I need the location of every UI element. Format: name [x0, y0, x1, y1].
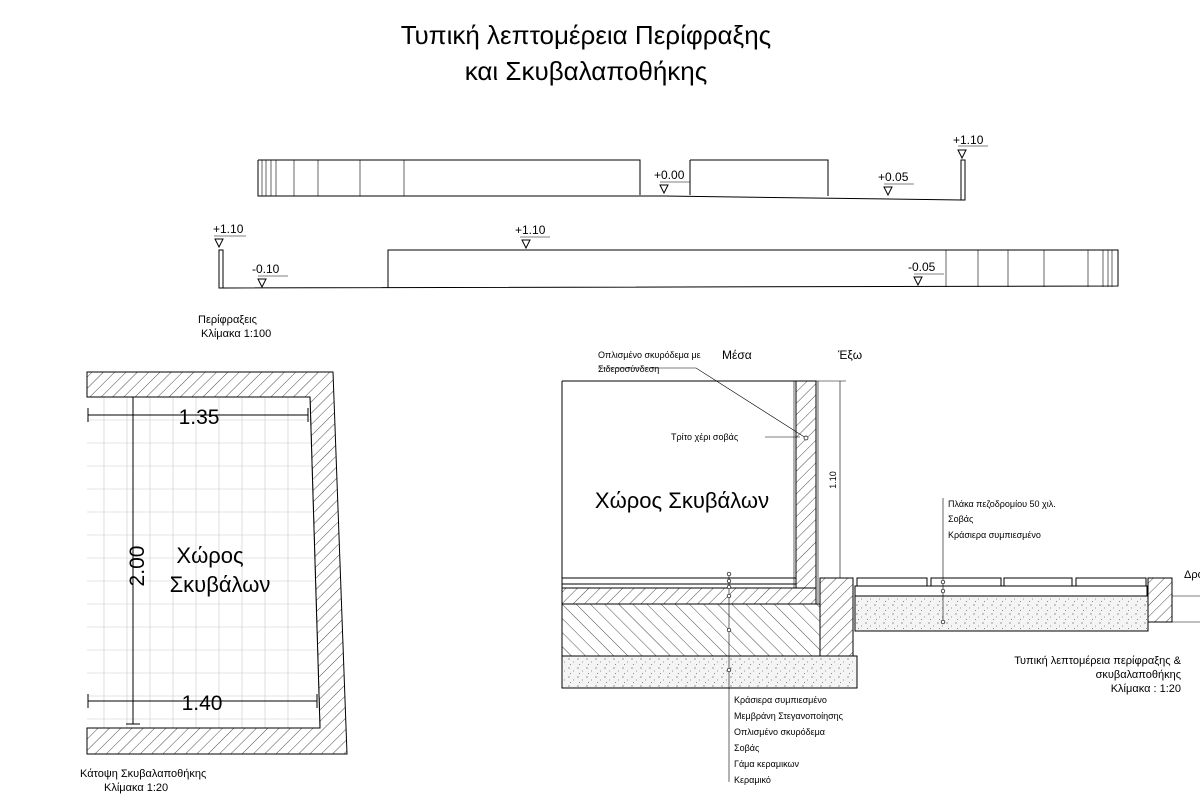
level-mark-bottom-a: -0.10	[252, 262, 288, 289]
plaster-note: Τρίτο χέρι σοβάς	[671, 432, 739, 442]
svg-text:Κράσιερα συμπιεσμένο: Κράσιερα συμπιεσμένο	[948, 530, 1041, 540]
plan-scale: Κλίμακα 1:20	[104, 782, 168, 794]
level-mark-bottom-start: +1.10	[213, 222, 246, 249]
section-scale: Κλίμακα : 1:20	[1111, 683, 1181, 695]
level-mark-bottom-mid: +1.10	[515, 223, 550, 250]
edge-label: Δρό	[1184, 569, 1200, 581]
svg-text:1.40: 1.40	[182, 692, 223, 715]
svg-text:Σοβάς: Σοβάς	[948, 514, 974, 524]
svg-text:-0.05: -0.05	[908, 260, 936, 274]
floor-notes: Κράσιερα συμπιεσμένο Μεμβράνη Στεγανοποί…	[734, 695, 844, 785]
svg-text:Οπλισμένο σκυρόδεμα: Οπλισμένο σκυρόδεμα	[734, 727, 825, 737]
svg-text:1.35: 1.35	[179, 406, 220, 429]
elevation-bottom: +1.10 -0.10 +1.10 -0.05	[213, 222, 1119, 289]
section-room-label: Χώρος Σκυβάλων	[595, 488, 769, 513]
svg-text:+1.10: +1.10	[213, 222, 244, 236]
svg-text:+0.00: +0.00	[654, 168, 685, 182]
elevation-top: +0.00 +0.05 +1.10	[257, 133, 988, 201]
wall-note-1: Οπλισμένο σκυρόδεμα με	[598, 350, 701, 360]
plan-dim-bottom: 1.40	[87, 692, 318, 715]
wall-note-2: Σιδεροσύνδεση	[598, 364, 659, 374]
plan-dim-side: 2.00	[126, 396, 149, 725]
svg-text:1.10: 1.10	[828, 471, 838, 489]
plan-view: 1.35 1.40 2.00 Χώρος Σκυβάλων	[86, 371, 348, 755]
outside-label: Έξω	[837, 348, 862, 362]
level-mark-top-end: +1.10	[953, 133, 988, 160]
inside-label: Μέσα	[722, 348, 752, 362]
svg-text:+0.05: +0.05	[878, 170, 909, 184]
section-height-dim: 1.10	[816, 380, 846, 579]
svg-text:Μεμβράνη Στεγανοποίησης: Μεμβράνη Στεγανοποίησης	[734, 711, 844, 721]
svg-text:Πλάκα πεζοδρομίου 50 χιλ.: Πλάκα πεζοδρομίου 50 χιλ.	[948, 499, 1056, 509]
level-mark-top-a: +0.05	[878, 170, 914, 197]
section-caption-1: Τυπική λεπτομέρεια περίφραξης &	[1014, 655, 1181, 667]
plan-caption: Κάτοψη Σκυβαλαποθήκης	[80, 768, 206, 780]
elevations-caption: Περίφραξεις	[198, 314, 257, 326]
section-view: Μέσα Έξω Χώρος Σκυβάλων	[561, 348, 1200, 785]
svg-text:Κεραμικό: Κεραμικό	[734, 775, 771, 785]
svg-text:-0.10: -0.10	[252, 262, 280, 276]
pavement-notes: Πλάκα πεζοδρομίου 50 χιλ. Σοβάς Κράσιερα…	[948, 499, 1056, 540]
elevations-scale: Κλίμακα 1:100	[201, 328, 271, 340]
pavement-tiles	[856, 577, 1147, 587]
plan-floor-grid	[87, 397, 320, 728]
level-mark-bottom-b: -0.05	[908, 260, 944, 287]
plan-room-label-1: Χώρος	[176, 543, 243, 568]
plan-dim-top: 1.35	[87, 406, 309, 429]
plan-room-label-2: Σκυβάλων	[170, 572, 271, 597]
svg-text:Σοβάς: Σοβάς	[734, 743, 760, 753]
svg-text:+1.10: +1.10	[515, 223, 546, 237]
svg-text:2.00: 2.00	[126, 546, 149, 587]
title-line-2: και Σκυβαλαποθήκης	[465, 56, 708, 86]
level-mark-top-zero: +0.00	[654, 168, 690, 195]
svg-text:+1.10: +1.10	[953, 133, 984, 147]
section-caption-2: σκυβαλαποθήκης	[1096, 669, 1181, 681]
svg-text:Γάμα κεραμικων: Γάμα κεραμικων	[734, 759, 799, 769]
svg-text:Κράσιερα συμπιεσμένο: Κράσιερα συμπιεσμένο	[734, 695, 827, 705]
title-line-1: Τυπική λεπτομέρεια Περίφραξης	[401, 20, 771, 50]
